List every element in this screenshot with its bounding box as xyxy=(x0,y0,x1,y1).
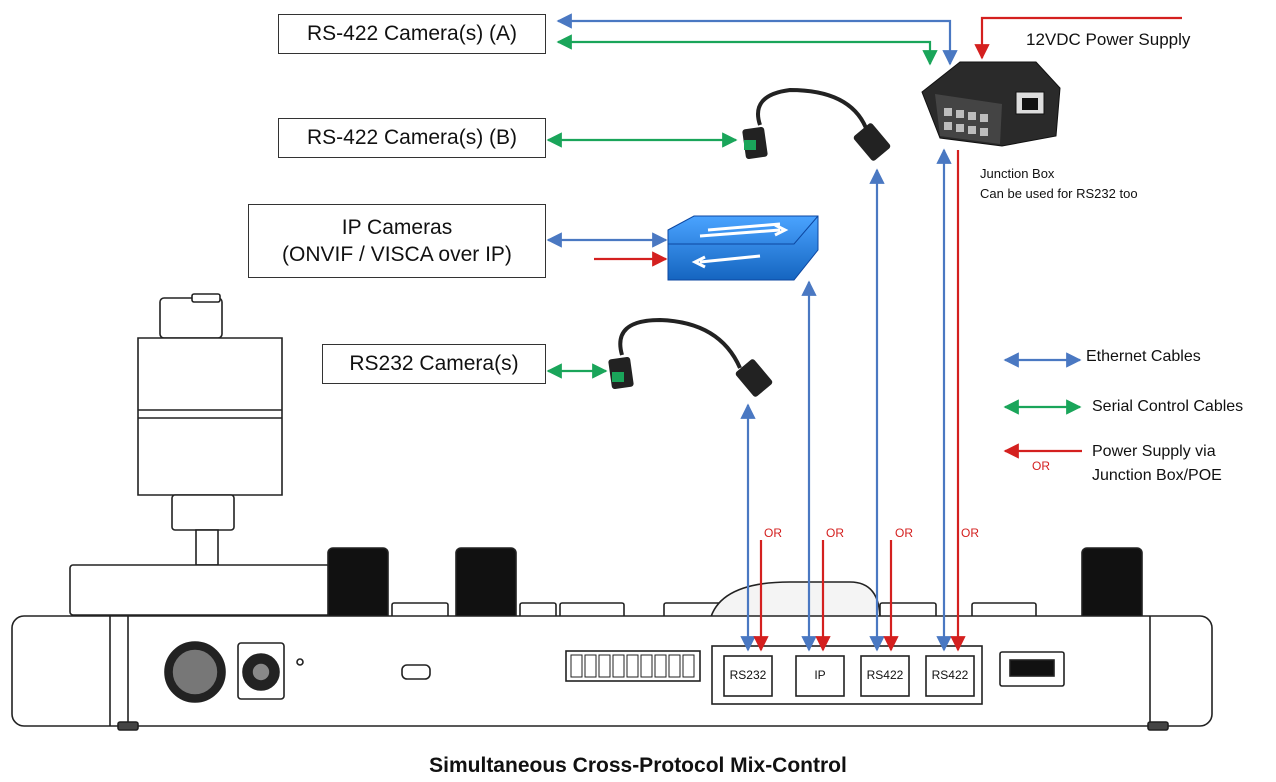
legend-ethernet-label: Ethernet Cables xyxy=(1086,348,1201,365)
or-label-rs422-2: OR xyxy=(961,526,979,540)
legend-power-line2: Junction Box/POE xyxy=(1092,467,1222,484)
junction-box-line1: Junction Box xyxy=(980,166,1055,181)
label-ip-cameras: IP Cameras (ONVIF / VISCA over IP) xyxy=(248,204,546,278)
label-rs422-camera-a: RS-422 Camera(s) (A) xyxy=(278,14,546,54)
label-rs422-camera-b: RS-422 Camera(s) (B) xyxy=(278,118,546,158)
power-cable-12vdc xyxy=(974,16,1182,60)
port-label-rs422-2: RS422 xyxy=(931,668,969,682)
serial-adapter-cable-b xyxy=(742,87,891,161)
junction-box-label: Junction Box Can be used for RS232 too xyxy=(980,164,1138,203)
serial-adapter-cable-rs232 xyxy=(608,317,773,397)
or-label-rs232: OR xyxy=(764,526,782,540)
port-ip[interactable] xyxy=(795,655,845,697)
ip-cameras-line1: IP Cameras xyxy=(341,215,453,239)
port-label-rs422-1: RS422 xyxy=(866,668,904,682)
rj45-ports xyxy=(723,655,975,697)
diagram-caption: Simultaneous Cross-Protocol Mix-Control xyxy=(429,754,847,777)
knob-2[interactable] xyxy=(455,547,517,621)
ptz-controller xyxy=(11,293,1213,731)
network-switch-icon xyxy=(667,215,819,281)
legend-serial-label: Serial Control Cables xyxy=(1092,398,1244,415)
joystick-handle xyxy=(137,337,283,496)
port-label-rs232: RS232 xyxy=(729,668,767,682)
port-rs422-2[interactable] xyxy=(925,655,975,697)
junction-box xyxy=(921,61,1061,147)
ethernet-cable-a xyxy=(556,13,958,66)
or-label-rs422-1: OR xyxy=(895,526,913,540)
port-rs422-1[interactable] xyxy=(860,655,910,697)
legend-power-label: Power Supply via Junction Box/POE xyxy=(1092,440,1222,488)
joystick-top xyxy=(159,297,223,339)
junction-box-line2: Can be used for RS232 too xyxy=(980,185,1138,201)
ip-cameras-line2: (ONVIF / VISCA over IP) xyxy=(282,243,512,266)
legend-or-label: OR xyxy=(1032,459,1050,473)
knob-3[interactable] xyxy=(1081,547,1143,621)
serial-cable-a xyxy=(556,34,938,66)
power-supply-label: 12VDC Power Supply xyxy=(1026,30,1191,49)
port-label-ip: IP xyxy=(814,668,826,682)
or-label-ip: OR xyxy=(826,526,844,540)
legend-power-line1: Power Supply via xyxy=(1092,443,1216,460)
label-rs232-camera: RS232 Camera(s) xyxy=(322,344,546,384)
knob-1[interactable] xyxy=(327,547,389,621)
cable-arrows xyxy=(546,13,1182,652)
port-rs232[interactable] xyxy=(723,655,773,697)
